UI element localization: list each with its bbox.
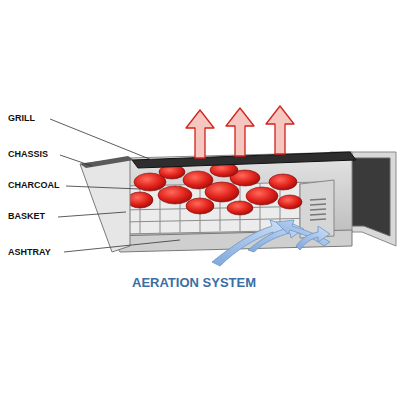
part-label: BASKET — [8, 212, 45, 221]
leader-lines — [50, 119, 180, 252]
caption: AERATION SYSTEM — [132, 276, 256, 289]
part-label: ASHTRAY — [8, 248, 51, 257]
part-label: GRILL — [8, 114, 35, 123]
part-label: CHASSIS — [8, 150, 48, 159]
part-label: CHARCOAL — [8, 181, 60, 190]
